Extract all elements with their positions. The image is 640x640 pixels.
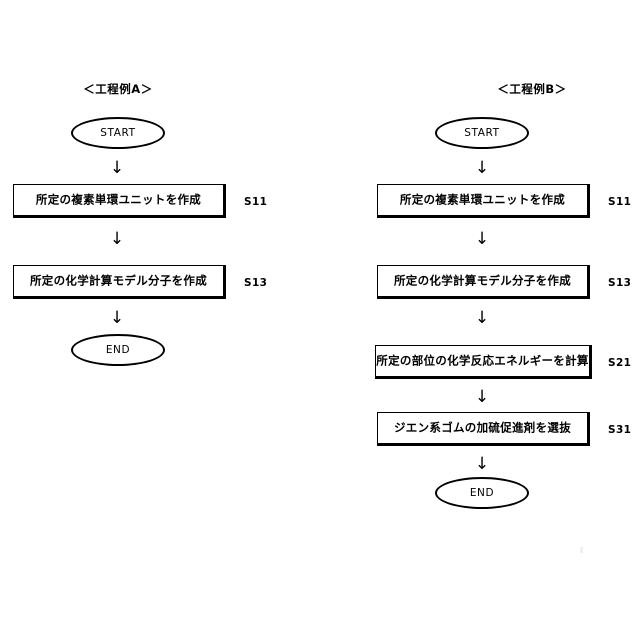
arrow-down-icon: ↓ xyxy=(474,386,490,407)
column-b-step-2-label: 所定の化学計算モデル分子を作成 xyxy=(394,273,571,288)
column-b-step-4-label: ジエン系ゴムの加硫促進剤を選抜 xyxy=(394,420,571,435)
column-a-step-2-box: 所定の化学計算モデル分子を作成 xyxy=(13,265,226,299)
column-a-end-terminator: END xyxy=(71,334,165,366)
column-b-start-label: START xyxy=(464,127,500,139)
column-b-start-terminator: START xyxy=(435,117,529,149)
column-b-step-2-tag: S13 xyxy=(608,277,632,289)
column-a-step-2-tag: S13 xyxy=(244,277,268,289)
column-b-step-1-box: 所定の複素単環ユニットを作成 xyxy=(377,184,590,218)
column-b-step-2-box: 所定の化学計算モデル分子を作成 xyxy=(377,265,590,299)
column-a-step-1-tag: S11 xyxy=(244,196,268,208)
column-a-step-2-label: 所定の化学計算モデル分子を作成 xyxy=(30,273,207,288)
column-a-step-1-box: 所定の複素単環ユニットを作成 xyxy=(13,184,226,218)
column-b-step-3-box: 所定の部位の化学反応エネルギーを計算 xyxy=(375,345,592,379)
column-a-end-label: END xyxy=(105,344,131,356)
column-a-start-label: START xyxy=(100,127,136,139)
column-b-step-3-tag: S21 xyxy=(608,357,632,369)
arrow-down-icon: ↓ xyxy=(109,228,125,249)
column-a-title: ＜工程例A＞ xyxy=(83,82,153,96)
scan-artifact xyxy=(580,547,583,553)
column-b-step-1-label: 所定の複素単環ユニットを作成 xyxy=(399,192,566,207)
column-b-step-4-tag: S31 xyxy=(608,424,632,436)
column-b-step-1-tag: S11 xyxy=(608,196,632,208)
arrow-down-icon: ↓ xyxy=(474,157,490,178)
column-b-end-label: END xyxy=(469,487,495,499)
column-b-end-terminator: END xyxy=(435,477,529,509)
arrow-down-icon: ↓ xyxy=(474,307,490,328)
arrow-down-icon: ↓ xyxy=(474,453,490,474)
column-b-title: ＜工程例B＞ xyxy=(497,82,567,96)
process-column-b: ＜工程例B＞ START ↓ 所定の複素単環ユニットを作成 S11 ↓ 所定の化… xyxy=(350,0,640,640)
arrow-down-icon: ↓ xyxy=(109,307,125,328)
column-a-step-1-label: 所定の複素単環ユニットを作成 xyxy=(35,192,202,207)
process-column-a: ＜工程例A＞ START ↓ 所定の複素単環ユニットを作成 S11 ↓ 所定の化… xyxy=(0,0,300,640)
arrow-down-icon: ↓ xyxy=(109,157,125,178)
column-b-step-3-label: 所定の部位の化学反応エネルギーを計算 xyxy=(376,353,589,368)
arrow-down-icon: ↓ xyxy=(474,228,490,249)
column-a-start-terminator: START xyxy=(71,117,165,149)
column-b-step-4-box: ジエン系ゴムの加硫促進剤を選抜 xyxy=(377,412,590,446)
